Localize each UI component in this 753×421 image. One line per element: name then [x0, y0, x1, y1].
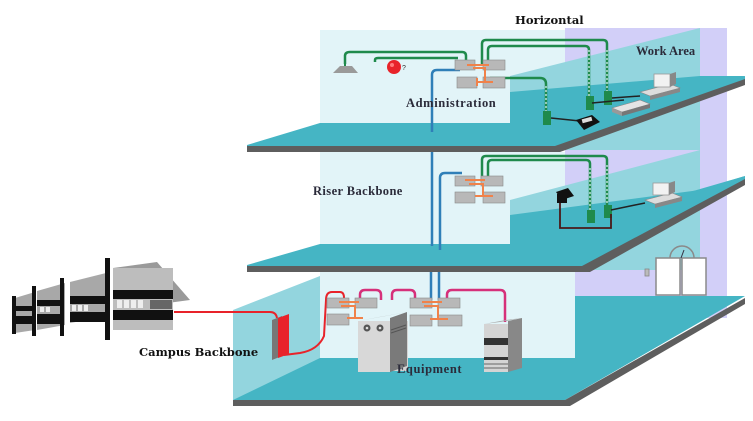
- campus-building-icon: [12, 258, 190, 340]
- equipment-cables: [358, 288, 507, 322]
- riser-cables: [429, 68, 462, 300]
- printer-icon: [591, 99, 651, 116]
- label-work-area: Work Area: [636, 44, 696, 58]
- patch-panel-riser: [454, 175, 506, 204]
- elevator-icon: [644, 245, 707, 296]
- label-campus-backbone: Campus Backbone: [139, 345, 258, 359]
- ceiling-speaker-icon: [333, 62, 358, 73]
- floor-edge: [247, 179, 745, 272]
- floor-slab: [247, 76, 745, 148]
- computer-icon-middle: [610, 181, 683, 211]
- computer-icon-top: [611, 72, 681, 100]
- svg-text:?: ?: [402, 65, 406, 72]
- entrance-protector-icon: [272, 314, 289, 360]
- fax-machine-icon: [556, 188, 612, 229]
- label-equipment: Equipment: [397, 362, 462, 376]
- pbx-cabinet-icon: [358, 312, 408, 372]
- alarm-bell-icon: ?: [387, 60, 406, 74]
- floor-edge: [247, 79, 745, 152]
- campus-cable: [174, 291, 345, 356]
- patch-panel-admin: [454, 59, 506, 89]
- patch-panel-equipment-2: [409, 297, 463, 327]
- label-riser-backbone: Riser Backbone: [313, 184, 403, 198]
- label-horizontal: Horizontal: [515, 13, 584, 27]
- patch-panel-equipment-1: [326, 297, 378, 326]
- telephone-icon: [550, 115, 600, 130]
- wall-outlets: [543, 91, 612, 223]
- label-administration: Administration: [406, 96, 496, 110]
- server-tower-icon: [484, 318, 522, 372]
- floor-slab: [233, 296, 745, 400]
- horizontal-cables: [343, 38, 609, 212]
